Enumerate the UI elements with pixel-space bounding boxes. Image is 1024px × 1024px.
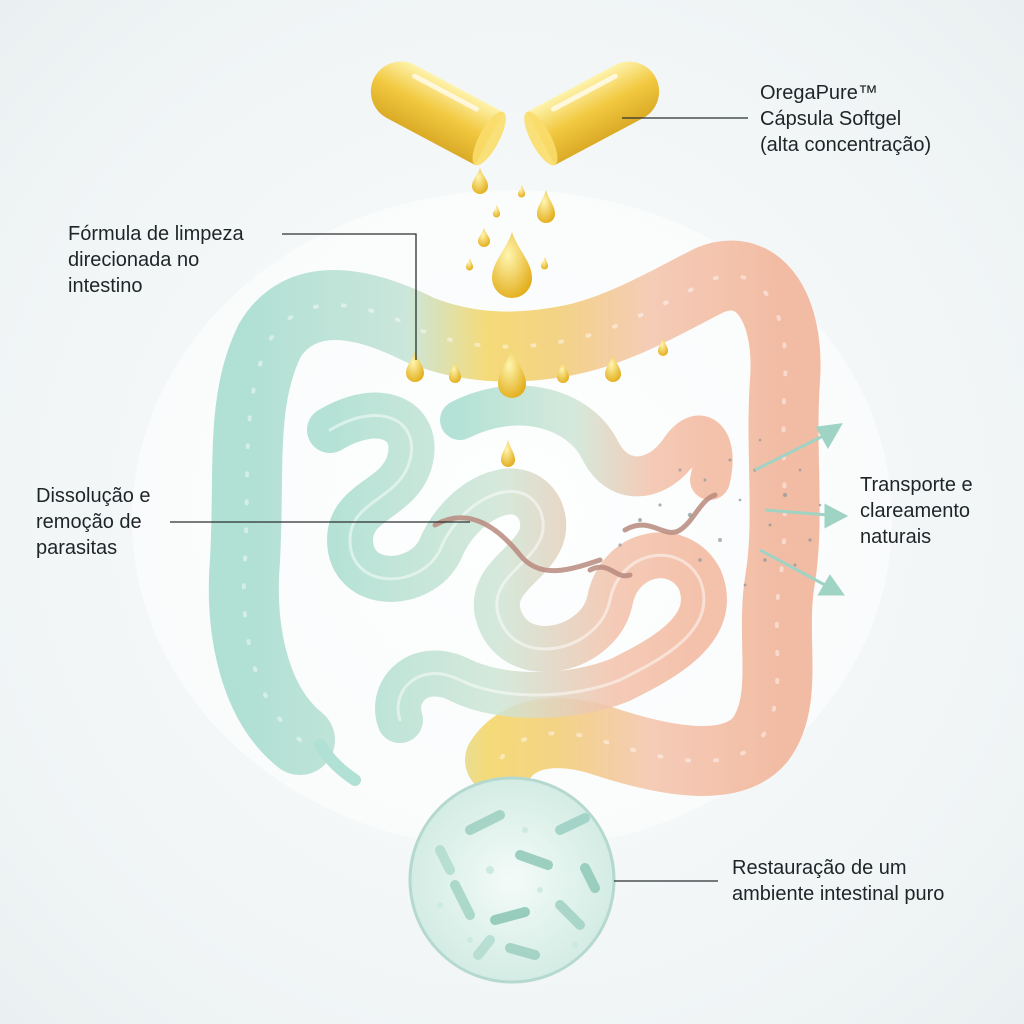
background-halo (132, 190, 892, 850)
transport-arrows (754, 423, 849, 596)
callout-transport-line-1: Transporte e (860, 474, 973, 496)
parasite-worm-icon (432, 492, 718, 579)
bacteria-magnifier-icon (408, 776, 616, 984)
debris-particles (618, 438, 822, 587)
small-intestine (307, 385, 733, 743)
callout-formula-line-3: intestino (68, 275, 143, 297)
callout-parasites-line-2: remoção de (36, 511, 142, 533)
callout-restore-line-1: Restauração de um (732, 857, 907, 879)
large-intestine (208, 240, 821, 796)
softgel-capsule-icon (370, 61, 660, 166)
callout-parasites-line-1: Dissolução e (36, 485, 151, 507)
leader-line-formula (282, 233, 417, 360)
callout-parasites: Dissolução e remoção de parasitas (36, 483, 151, 561)
callout-capsule: OregaPure™ Cápsula Softgel (alta concent… (760, 80, 931, 158)
callout-restore-line-2: ambiente intestinal puro (732, 883, 945, 905)
callout-restore: Restauração de um ambiente intestinal pu… (732, 855, 944, 907)
leader-lines (170, 117, 748, 882)
callout-formula-line-1: Fórmula de limpeza (68, 223, 244, 245)
oil-drop-icon (406, 338, 668, 467)
callout-transport-line-3: naturais (860, 526, 932, 548)
callout-capsule-line-1: OregaPure™ (760, 82, 878, 104)
callout-transport-line-2: clareamento (860, 500, 971, 522)
callout-formula: Fórmula de limpeza direcionada no intest… (68, 221, 244, 299)
arrow-icon (759, 548, 845, 596)
oil-drop-icon (466, 168, 555, 298)
callout-parasites-line-3: parasitas (36, 537, 118, 559)
callout-capsule-line-2: Cápsula Softgel (760, 108, 902, 130)
arrow-icon (764, 503, 849, 529)
arrow-icon (754, 423, 843, 472)
callout-formula-line-2: direcionada no (68, 249, 200, 271)
callout-capsule-line-3: (alta concentração) (760, 134, 932, 156)
callout-transport: Transporte e clareamento naturais (860, 472, 973, 550)
